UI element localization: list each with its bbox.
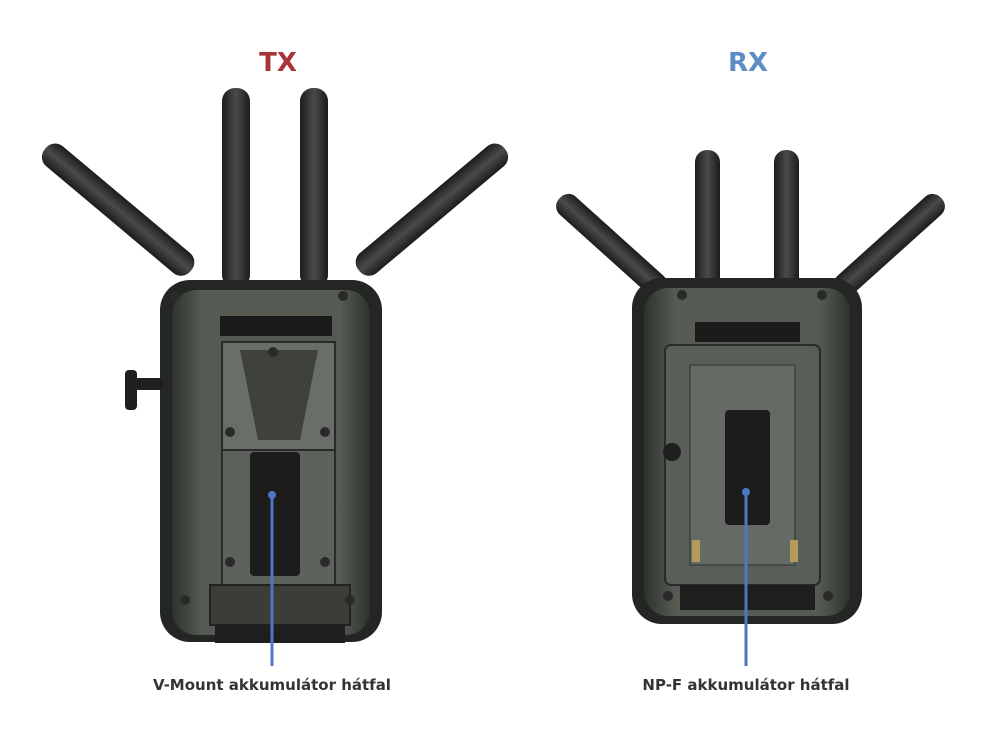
rx-vent — [695, 322, 800, 342]
rx-device — [556, 150, 945, 666]
tx-device — [41, 88, 509, 666]
rx-battery-slot — [725, 410, 770, 525]
tx-battery-slot — [250, 452, 300, 576]
tx-caption: V-Mount akkumulátor hátfal — [153, 676, 391, 694]
tx-vent — [220, 316, 332, 336]
tx-title: TX — [259, 48, 297, 78]
rx-title: RX — [727, 48, 769, 78]
rx-caption: NP-F akkumulátor hátfal — [642, 676, 850, 694]
rx-antennas — [556, 150, 945, 297]
tx-antennas — [41, 88, 509, 288]
